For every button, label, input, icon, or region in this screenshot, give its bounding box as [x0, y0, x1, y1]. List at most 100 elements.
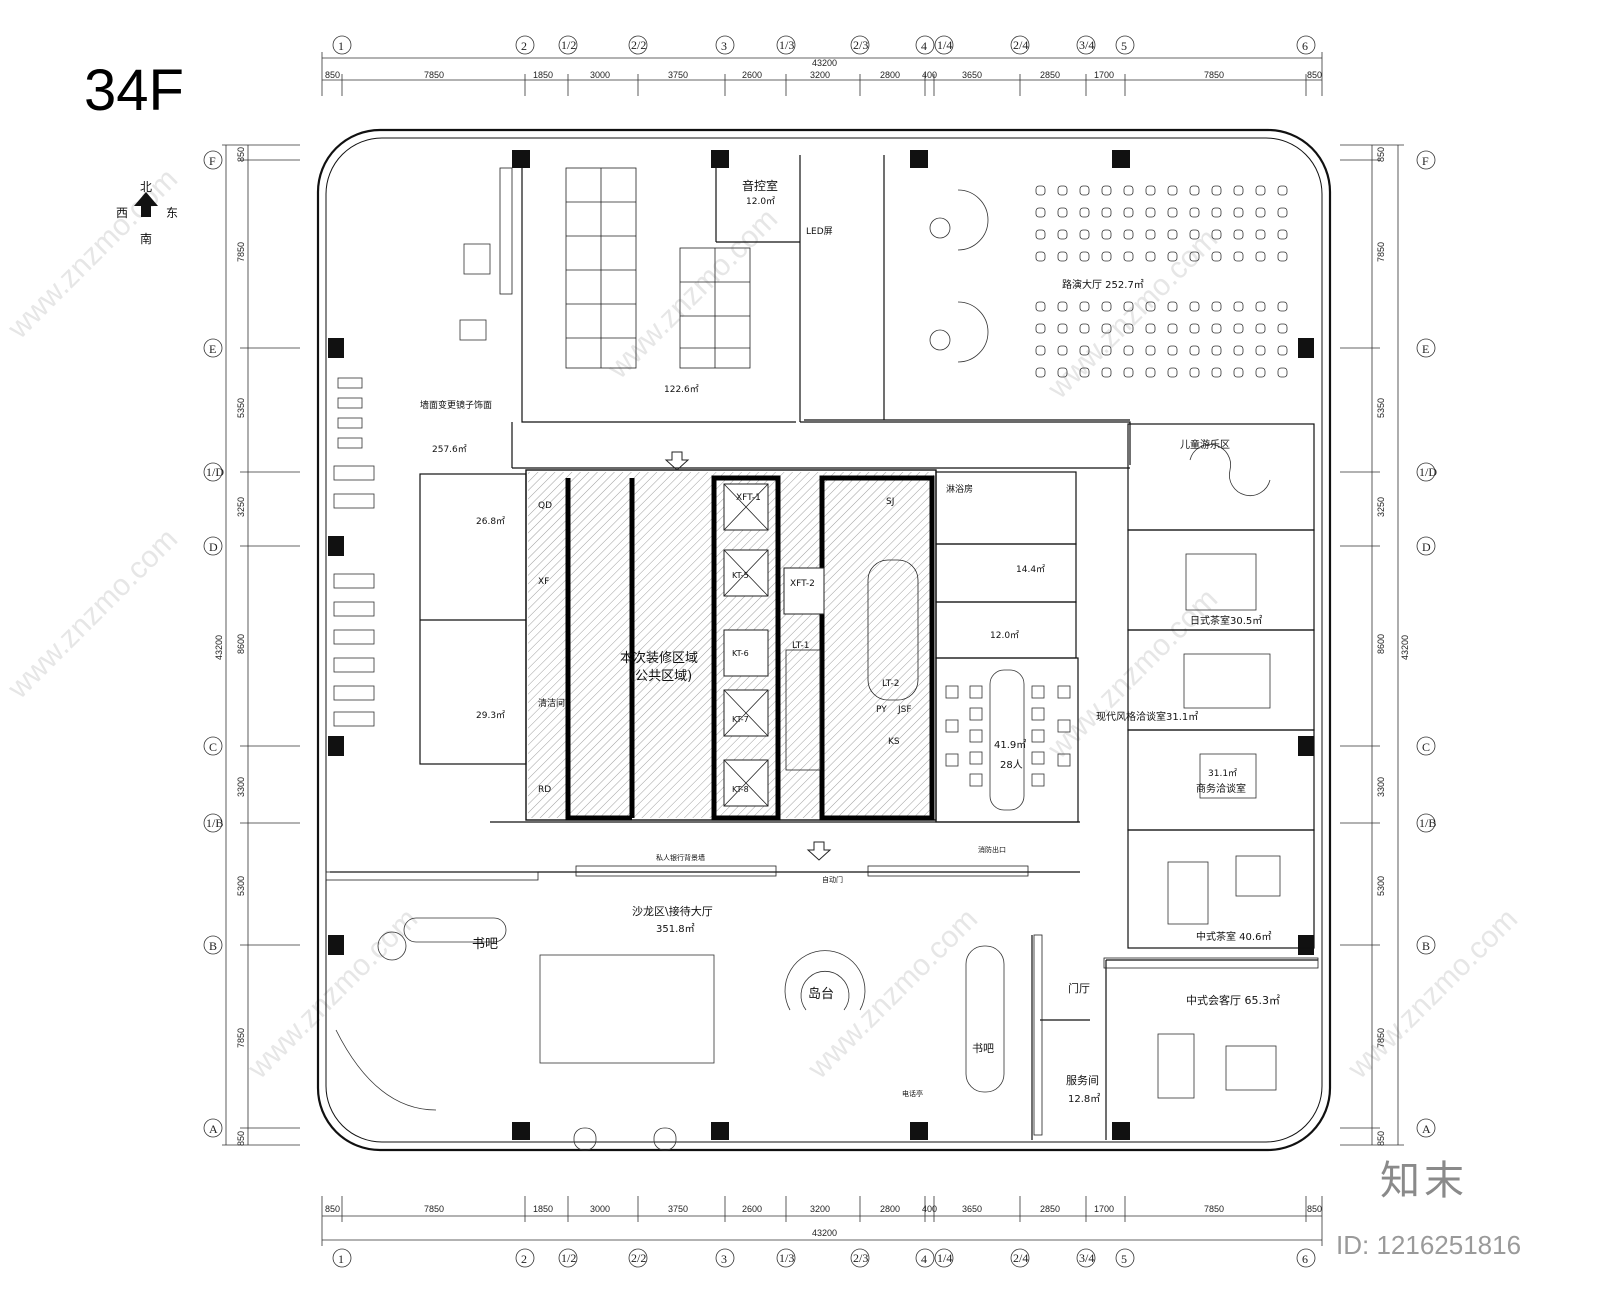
dim-value: 3750 — [668, 1204, 688, 1214]
core-label: RD — [538, 785, 551, 795]
office-area: 122.6㎡ — [664, 384, 699, 395]
business-room-area: 31.1㎡ — [1208, 768, 1237, 779]
brand-logo: 知末 — [1380, 1158, 1468, 1204]
dim-value: 3300 — [236, 777, 246, 797]
compass-north: 北 — [140, 180, 153, 194]
meeting-table — [945, 669, 1071, 811]
grid-label: 3 — [721, 1252, 727, 1266]
dim-value: 2600 — [742, 1204, 762, 1214]
compass-west: 西 — [116, 206, 129, 220]
dim-value: 7850 — [1204, 70, 1224, 80]
grid-label: 2/3 — [853, 38, 868, 52]
grid-label: A — [1422, 1122, 1431, 1136]
dim-value: 7850 — [424, 1204, 444, 1214]
east-rooms-furniture — [1157, 444, 1281, 1099]
dim-value: 400 — [922, 70, 937, 80]
grid-label: 2 — [521, 39, 527, 53]
floor-title: 34F — [84, 58, 184, 123]
grid-label: 2/4 — [1013, 1251, 1028, 1265]
grid-bubbles-bottom — [332, 1248, 1316, 1268]
lobby-furniture — [335, 917, 1005, 1151]
overall-dimension-left: 43200 — [214, 635, 224, 660]
island-label: 岛台 — [808, 986, 834, 1002]
chinese-tea-room-label: 中式茶室 40.6㎡ — [1196, 930, 1271, 943]
small-room-area: 12.0㎡ — [990, 630, 1019, 641]
dim-value: 850 — [1376, 1131, 1386, 1146]
grid-labels-right: F E 1/D D C 1/B B A — [1419, 154, 1437, 1136]
gym-equipment — [333, 243, 491, 727]
bank-wall-label: 私人银行背景墙 — [656, 853, 705, 862]
dim-value: 850 — [325, 1204, 340, 1214]
grid-label: 1 — [338, 39, 344, 53]
grid-bubbles-right — [1416, 150, 1436, 1138]
dim-value: 3200 — [810, 1204, 830, 1214]
core-label: KT-6 — [732, 649, 749, 658]
dim-value: 3250 — [236, 497, 246, 517]
grid-label: 1/B — [206, 816, 223, 830]
watermark: www.znzmo.com — [601, 202, 784, 385]
grid-label: 2 — [521, 1252, 527, 1266]
led-screen-label: LED屏 — [806, 226, 833, 237]
gym-area: 257.6㎡ — [432, 444, 467, 455]
grid-label: 1/3 — [779, 1251, 794, 1265]
service-room-area: 12.8㎡ — [1068, 1093, 1100, 1105]
dim-value: 3750 — [668, 70, 688, 80]
grid-label: 1/3 — [779, 38, 794, 52]
grid-label: D — [209, 540, 218, 554]
grid-label: B — [209, 939, 217, 953]
dim-value: 850 — [1307, 70, 1322, 80]
core-label: KS — [888, 737, 900, 747]
dim-value: 5350 — [1376, 398, 1386, 418]
dimension-right-values: 850 7850 5350 3250 8600 3300 5300 7850 8… — [1376, 147, 1410, 1146]
core-label: KT-5 — [732, 571, 749, 580]
dim-value: 3250 — [1376, 497, 1386, 517]
dimension-top-values: 850 7850 1850 3000 3750 2600 3200 2800 4… — [325, 70, 1322, 80]
core-label: XFT-1 — [736, 493, 761, 503]
dim-value: 7850 — [236, 242, 246, 262]
dim-value: 3650 — [962, 1204, 982, 1214]
watermark: www.znzmo.com — [1041, 222, 1224, 405]
dim-value: 7850 — [1204, 1204, 1224, 1214]
dim-value: 2850 — [1040, 1204, 1060, 1214]
dim-value: 5300 — [1376, 876, 1386, 896]
service-room-label: 服务间 — [1066, 1074, 1099, 1087]
grid-labels-bottom: 1 2 1/2 2/2 3 1/3 2/3 4 1/4 2/4 3/4 5 6 — [338, 1251, 1308, 1266]
dim-value: 400 — [922, 1204, 937, 1214]
dim-value: 3300 — [1376, 777, 1386, 797]
grid-label: 3/4 — [1079, 38, 1094, 52]
grid-label: 5 — [1121, 1252, 1127, 1266]
core-label: KT-8 — [732, 785, 749, 794]
modern-negotiation-room-label: 现代风格洽谈室31.1㎡ — [1096, 710, 1198, 723]
core-hatched-area — [528, 472, 935, 821]
av-room-area: 12.0㎡ — [746, 196, 775, 207]
core-label: JSF — [897, 705, 912, 715]
watermark: www.znzmo.com — [1, 522, 184, 705]
grid-label: 2/4 — [1013, 38, 1028, 52]
dim-value: 1700 — [1094, 1204, 1114, 1214]
dim-value: 850 — [1376, 147, 1386, 162]
grid-labels-left: F E 1/D D C 1/B B A — [206, 154, 224, 1136]
office-workstations — [499, 167, 751, 369]
dim-value: 7850 — [236, 1028, 246, 1048]
dim-value: 5350 — [236, 398, 246, 418]
grid-bubbles-left — [203, 150, 223, 1138]
room-labels: 音控室 12.0㎡ LED屏 122.6㎡ 路演大厅 252.7㎡ 墙面变更镜子… — [420, 178, 1280, 1105]
dimension-bottom — [321, 1196, 1323, 1246]
watermark: www.znzmo.com — [241, 902, 424, 1085]
av-room-label: 音控室 — [742, 178, 778, 193]
grid-label: 3 — [721, 39, 727, 53]
dimension-bottom-values: 850 7850 1850 3000 3750 2600 3200 2800 4… — [325, 1204, 1322, 1214]
grid-label: 1/B — [1419, 816, 1436, 830]
dim-value: 3650 — [962, 70, 982, 80]
image-id: ID: 1216251816 — [1336, 1230, 1522, 1260]
structural-columns — [328, 150, 1314, 1140]
grid-label: 1 — [338, 1252, 344, 1266]
core-label: KT-7 — [732, 715, 749, 724]
overall-dimension-right: 43200 — [1400, 635, 1410, 660]
core-label: LT-2 — [882, 679, 899, 689]
grid-label: 6 — [1302, 1252, 1308, 1266]
toilet-north-area: 26.8㎡ — [476, 516, 505, 527]
dimension-right — [1340, 144, 1404, 1146]
dim-value: 7850 — [424, 70, 444, 80]
